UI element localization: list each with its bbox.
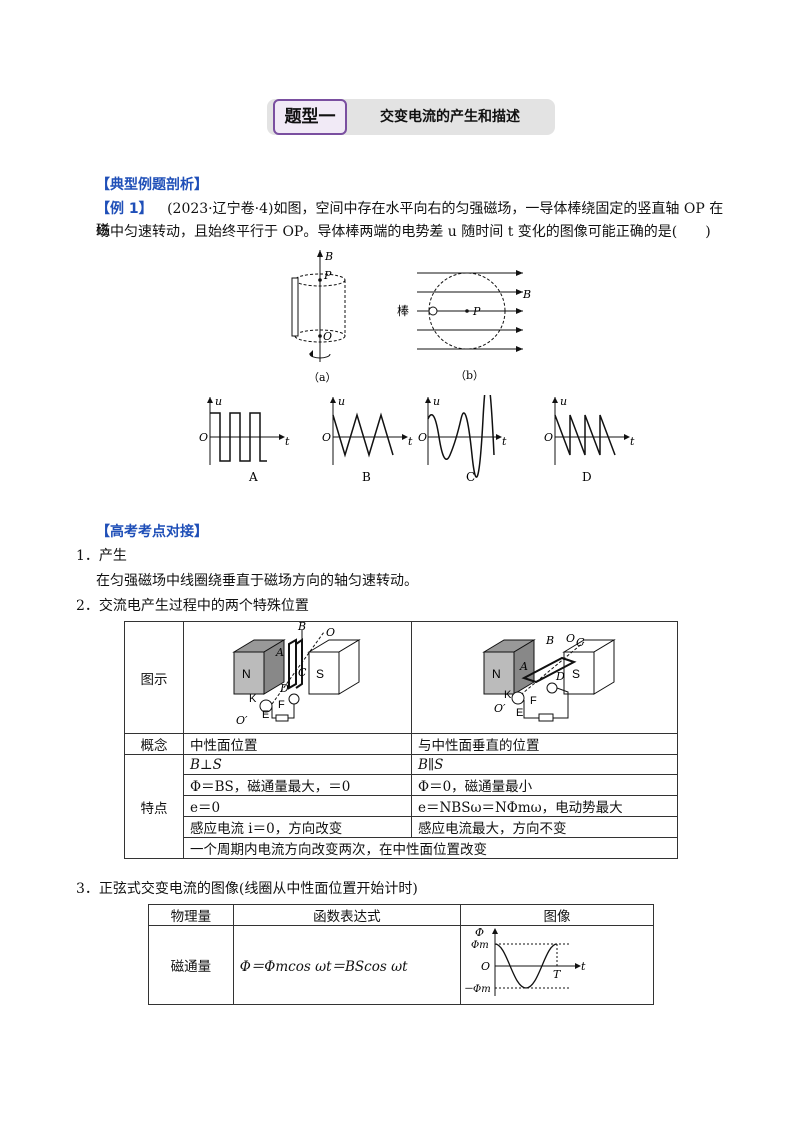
- flux-graph-cell: Φ Φm O －Φm T t: [459, 925, 655, 1005]
- svg-text:Φm: Φm: [471, 940, 489, 951]
- svg-text:t: t: [581, 960, 586, 973]
- feature-2a: Φ＝BS，磁通量最大，＝0: [183, 774, 412, 796]
- row-feature-label: 特点: [124, 754, 184, 859]
- svg-text:D: D: [555, 670, 565, 683]
- svg-text:t: t: [285, 435, 290, 448]
- feature-4a: 感应电流 i＝0，方向改变: [183, 816, 412, 838]
- figure-a-caption: （a）: [308, 371, 337, 384]
- svg-text:O: O: [326, 626, 335, 639]
- feature-4b: 感应电流最大，方向不变: [411, 816, 678, 838]
- example-1: 【例 1】 (2023·辽宁卷·4)如图，空间中存在水平向右的匀强磁场，一导体棒…: [96, 198, 736, 242]
- point3-title: 3．正弦式交变电流的图像(线圈从中性面位置开始计时): [76, 881, 418, 897]
- point1-title: 1．产生: [76, 548, 127, 564]
- svg-text:O: O: [544, 431, 553, 444]
- point1-text: 在匀强磁场中线圈绕垂直于磁场方向的轴匀速转动。: [96, 573, 418, 589]
- feature-1a: B⊥S: [183, 754, 412, 775]
- svg-text:E: E: [516, 707, 523, 719]
- figure-a-label-B: B: [324, 250, 333, 263]
- option-D-label: D: [582, 470, 592, 484]
- svg-text:t: t: [502, 435, 507, 448]
- svg-text:D: D: [279, 682, 289, 695]
- feature-3a: e＝0: [183, 795, 412, 817]
- figure-a-cylinder: B P O （a）: [291, 250, 346, 384]
- figure-b-field: 棒 P B （b）: [397, 270, 531, 382]
- example-tag: 【例 1】: [96, 201, 153, 217]
- header-expression: 函数表达式: [232, 904, 461, 926]
- option-D-graph: u O t D: [544, 395, 635, 484]
- svg-text:O: O: [322, 431, 331, 444]
- figure-b-rod-label: 棒: [397, 304, 409, 318]
- flux-expression: Φ＝Φmcos ωt＝BScos ωt: [232, 925, 461, 1005]
- option-C-label: C: [466, 470, 475, 484]
- svg-text:F: F: [278, 699, 285, 711]
- svg-text:Φ: Φ: [475, 926, 484, 939]
- figure-a-label-O: O: [323, 330, 332, 343]
- option-A-label: A: [248, 470, 258, 484]
- svg-text:u: u: [215, 395, 222, 408]
- sinusoidal-table: 物理量 函数表达式 图像 磁通量 Φ＝Φmcos ωt＝BScos ωt Φ Φ…: [148, 904, 655, 1005]
- flux-cosine-graph: Φ Φm O －Φm T t: [463, 926, 586, 996]
- option-B-graph: u O t B: [322, 395, 413, 484]
- figure-neutral-plane: N S A B C D K F E O O′: [183, 620, 412, 734]
- svg-text:F: F: [530, 695, 537, 707]
- concept-perpendicular: 与中性面垂直的位置: [411, 733, 678, 755]
- generator-diagram-2: N S A B C D K F E O O′: [482, 632, 616, 722]
- svg-text:C: C: [298, 666, 307, 679]
- special-positions-table: 图示 N S A B C D: [124, 620, 678, 859]
- svg-text:－Φm: －Φm: [463, 984, 491, 995]
- svg-text:u: u: [560, 395, 567, 408]
- concept-neutral: 中性面位置: [183, 733, 412, 755]
- svg-text:B: B: [297, 622, 306, 633]
- svg-text:O′: O′: [494, 702, 506, 715]
- svg-text:t: t: [408, 435, 413, 448]
- row-concept-label: 概念: [124, 733, 184, 755]
- generator-diagram-1: N S A B C D K F E O O′: [232, 620, 361, 727]
- banner-label: 题型一: [273, 99, 347, 135]
- option-B-label: B: [362, 470, 371, 484]
- feature-5: 一个周期内电流方向改变两次，在中性面位置改变: [183, 837, 678, 859]
- svg-text:N: N: [242, 667, 251, 681]
- svg-text:O: O: [199, 431, 208, 444]
- row-flux: 磁通量: [148, 925, 234, 1005]
- figure-b-label-P: P: [472, 305, 481, 318]
- svg-text:O: O: [481, 960, 490, 973]
- svg-text:T: T: [553, 968, 562, 981]
- svg-text:K: K: [504, 689, 512, 701]
- section-heading-points: 【高考考点对接】: [96, 524, 208, 540]
- figure-perpendicular-plane: N S A B C D K F E O O′: [411, 621, 678, 734]
- feature-2b: Φ＝0，磁通量最小: [411, 774, 678, 796]
- svg-text:O: O: [566, 632, 575, 645]
- svg-text:u: u: [433, 395, 440, 408]
- svg-text:K: K: [249, 693, 257, 705]
- svg-text:C: C: [576, 636, 585, 649]
- svg-text:O: O: [418, 431, 427, 444]
- svg-text:S: S: [572, 667, 580, 681]
- svg-text:S: S: [316, 667, 324, 681]
- svg-text:u: u: [338, 395, 345, 408]
- svg-text:O′: O′: [236, 714, 248, 727]
- figure-b-caption: （b）: [455, 369, 484, 382]
- svg-text:A: A: [519, 660, 528, 673]
- svg-text:t: t: [630, 435, 635, 448]
- example-line1: (2023·辽宁卷·4)如图，空间中存在水平向右的匀强磁场，一导体棒绕固定的竖直…: [96, 201, 724, 239]
- feature-3b: e＝NBSω＝NΦmω，电动势最大: [411, 795, 678, 817]
- banner-title: 交变电流的产生和描述: [380, 109, 520, 125]
- figure-a-label-P: P: [323, 269, 332, 282]
- feature-1b: B∥S: [411, 754, 678, 775]
- svg-text:N: N: [492, 667, 501, 681]
- point2-title: 2．交流电产生过程中的两个特殊位置: [76, 598, 309, 614]
- row-figure-label: 图示: [124, 621, 184, 734]
- svg-text:A: A: [275, 646, 284, 659]
- header-quantity: 物理量: [148, 904, 234, 926]
- figure-b-label-B: B: [522, 288, 531, 301]
- option-C-graph: u O t C: [418, 395, 507, 484]
- header-graph: 图像: [459, 904, 655, 926]
- example-line2: 场中匀速转动，且始终平行于 OP。导体棒两端的电势差 u 随时间 t 变化的图像…: [96, 224, 711, 240]
- svg-text:E: E: [262, 709, 269, 721]
- svg-text:B: B: [545, 634, 554, 647]
- option-A-graph: u O t A: [199, 395, 290, 484]
- section-heading-examples: 【典型例题剖析】: [96, 177, 208, 193]
